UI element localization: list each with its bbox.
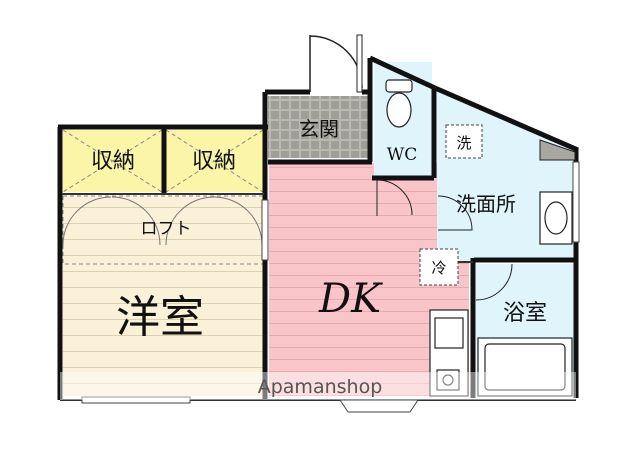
walls bbox=[57, 55, 579, 400]
washer-space bbox=[445, 124, 483, 159]
fridge-space bbox=[419, 248, 459, 286]
label-washroom: 洗面所 bbox=[456, 192, 516, 216]
watermark: Apamanshop bbox=[258, 376, 383, 398]
label-storage-left: 収納 bbox=[91, 149, 135, 174]
label-bath: 浴室 bbox=[503, 301, 547, 326]
wc-door bbox=[376, 179, 413, 216]
loft-door-swing bbox=[62, 196, 112, 246]
label-storage-right: 収納 bbox=[192, 149, 236, 174]
toilet-fixture bbox=[385, 79, 413, 128]
watermark-band bbox=[60, 372, 576, 400]
wash-basin bbox=[539, 191, 573, 245]
bay-window bbox=[339, 399, 419, 413]
label-entrance: 玄関 bbox=[299, 117, 339, 141]
label-loft: ロフト bbox=[141, 219, 192, 239]
label-fridge: 冷 bbox=[431, 259, 446, 277]
loft-door-swing bbox=[165, 196, 215, 246]
label-washer: 洗 bbox=[456, 134, 471, 152]
entrance-door bbox=[309, 35, 363, 92]
label-western-room: 洋室 bbox=[116, 292, 204, 343]
corner-column bbox=[539, 139, 576, 161]
kitchen-counter bbox=[429, 309, 469, 397]
entrance-floor bbox=[268, 96, 368, 158]
label-wc: WC bbox=[387, 145, 417, 165]
bath-door bbox=[475, 263, 513, 301]
window-bottom-left bbox=[81, 396, 191, 404]
loft-door-swing bbox=[213, 196, 263, 246]
entrance-door-leaf bbox=[356, 34, 363, 93]
storage-diagonal bbox=[62, 129, 163, 193]
window-right bbox=[572, 161, 580, 243]
western-room-floor bbox=[63, 196, 263, 396]
washroom-door bbox=[437, 195, 473, 231]
bathtub bbox=[477, 337, 573, 397]
loft-door-swing bbox=[111, 196, 161, 246]
storage-diagonal bbox=[165, 129, 264, 193]
label-dk: DK bbox=[318, 276, 383, 322]
window-left bbox=[261, 199, 269, 261]
